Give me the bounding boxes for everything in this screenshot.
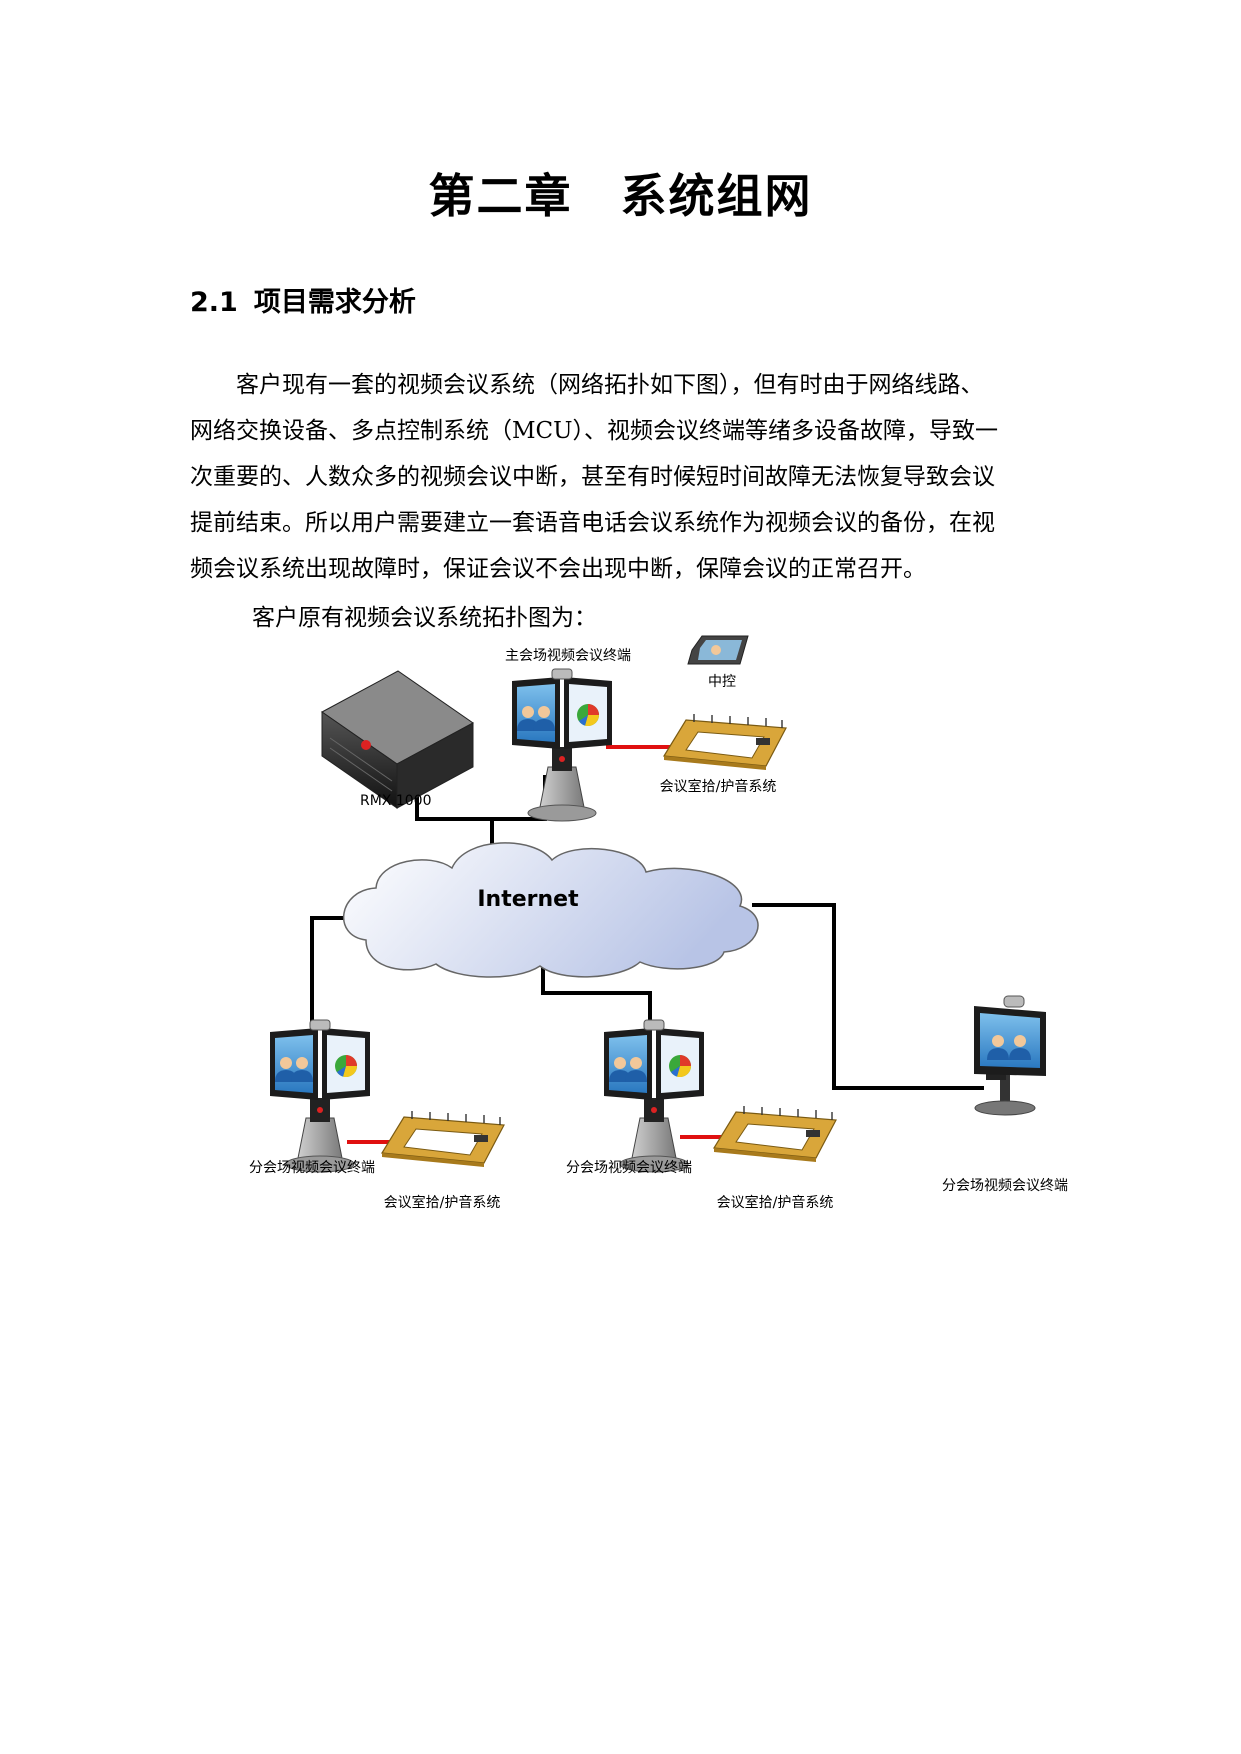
main-audio-label: 会议室拾/护音系统	[660, 778, 777, 795]
branch1-terminal: 分会场视频会议终端	[249, 1020, 375, 1176]
section-number: 2.1	[190, 287, 238, 318]
internet-cloud: Internet	[342, 842, 759, 978]
mcu-label: RMX 1000	[360, 793, 431, 809]
mcu-server-icon: RMX 1000	[321, 670, 474, 809]
video-terminal-icon	[270, 1020, 370, 1172]
branch1-audio-system: 会议室拾/护音系统	[381, 1110, 505, 1211]
conference-table-icon	[663, 713, 787, 771]
video-terminal-icon	[974, 995, 1046, 1116]
section-heading: 2.1 项目需求分析	[190, 280, 416, 319]
paragraph-line: 次重要的、人数众多的视频会议中断，甚至有时候短时间故障无法恢复导致会议	[190, 464, 995, 490]
branch2-terminal: 分会场视频会议终端	[566, 1020, 704, 1176]
control-panel: 中控	[687, 635, 749, 690]
branch3-terminal-label: 分会场视频会议终端	[942, 1178, 1068, 1194]
chapter-title: 第二章 系统组网	[428, 169, 813, 223]
paragraph-line: 网络交换设备、多点控制系统（MCU）、视频会议终端等绪多设备故障，导致一	[190, 418, 999, 444]
video-terminal-icon	[604, 1020, 704, 1172]
video-terminal-icon	[512, 669, 612, 821]
branch2-audio-system: 会议室拾/护音系统	[713, 1105, 837, 1211]
conference-table-icon	[381, 1110, 505, 1168]
conference-table-icon	[713, 1105, 837, 1163]
network-topology-diagram: Internet RMX 1000 主会场视频会议终端 中控 会议室拾/护音系统…	[249, 635, 1068, 1211]
branch1-audio-label: 会议室拾/护音系统	[384, 1194, 501, 1211]
internet-label: Internet	[477, 887, 579, 912]
paragraph-line: 提前结束。所以用户需要建立一套语音电话会议系统作为视频会议的备份，在视	[190, 510, 995, 536]
diagram-caption: 客户原有视频会议系统拓扑图为：	[252, 605, 597, 631]
main-audio-system: 会议室拾/护音系统	[660, 713, 787, 795]
main-terminal: 主会场视频会议终端	[505, 648, 631, 821]
main-terminal-label: 主会场视频会议终端	[505, 648, 631, 664]
branch2-terminal-label: 分会场视频会议终端	[566, 1160, 692, 1176]
branch1-terminal-label: 分会场视频会议终端	[249, 1160, 375, 1176]
section-title: 项目需求分析	[253, 287, 416, 318]
paragraph-line: 客户现有一套的视频会议系统（网络拓扑如下图），但有时由于网络线路、	[236, 372, 984, 398]
touch-panel-icon	[687, 635, 749, 665]
control-label: 中控	[708, 674, 736, 690]
branch3-terminal: 分会场视频会议终端	[942, 995, 1068, 1194]
branch2-audio-label: 会议室拾/护音系统	[717, 1194, 834, 1211]
paragraph-line: 频会议系统出现故障时，保证会议不会出现中断，保障会议的正常召开。	[190, 556, 926, 582]
body-paragraph: 客户现有一套的视频会议系统（网络拓扑如下图），但有时由于网络线路、 网络交换设备…	[190, 362, 1052, 592]
